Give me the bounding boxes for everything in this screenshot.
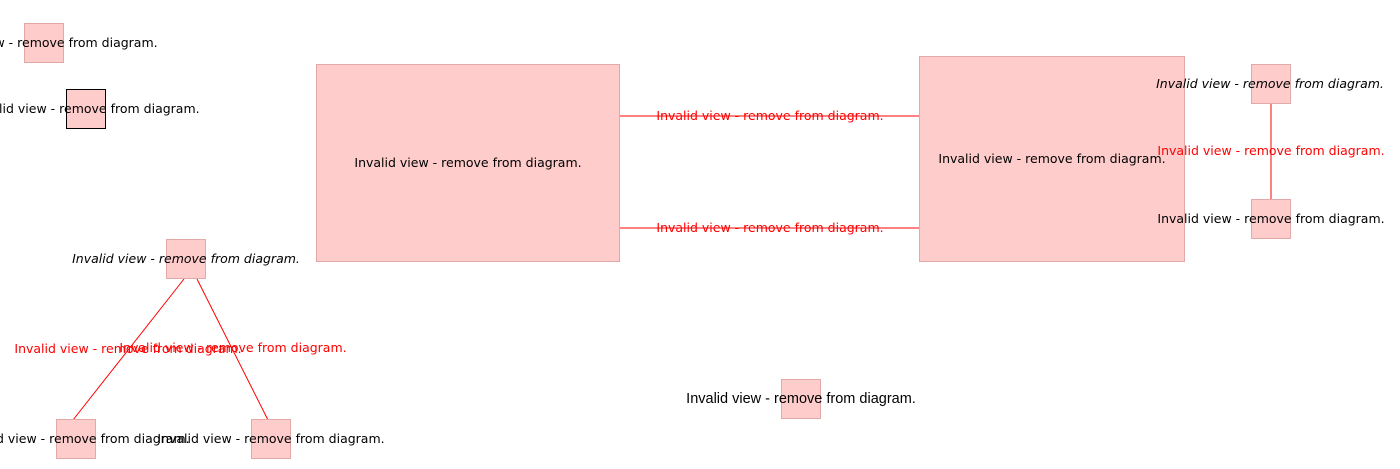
diagram-node-top-left[interactable]	[24, 23, 64, 63]
connection-label-large-upper: Invalid view - remove from diagram.	[656, 108, 884, 123]
connection-label-triangle-right: Invalid view - remove from diagram.	[119, 340, 347, 355]
node-label-right-top: Invalid view - remove from diagram.	[1156, 76, 1384, 91]
connection-label-right-vertical: Invalid view - remove from diagram.	[1157, 143, 1385, 158]
diagram-node-triangle-top[interactable]	[166, 239, 206, 279]
diagram-node-right-top[interactable]	[1251, 64, 1291, 104]
connection-label-triangle-left: Invalid view - remove from diagram.	[14, 341, 242, 356]
connection-line-triangle-right[interactable]	[196, 278, 269, 421]
diagram-node-right-bottom[interactable]	[1251, 199, 1291, 239]
connection-label-large-lower: Invalid view - remove from diagram.	[656, 220, 884, 235]
node-label-top-left: Invalid view - remove from diagram.	[0, 35, 158, 50]
diagram-node-bottom-center[interactable]	[781, 379, 821, 419]
node-label-triangle-left: Invalid view - remove from diagram.	[0, 431, 190, 446]
node-label-triangle-right: Invalid view - remove from diagram.	[157, 431, 385, 446]
diagram-node-large-right[interactable]	[919, 56, 1185, 262]
node-label-selected: Invalid view - remove from diagram.	[0, 101, 200, 116]
node-label-bottom-center: Invalid view - remove from diagram.	[686, 391, 916, 407]
node-label-right-bottom: Invalid view - remove from diagram.	[1157, 211, 1385, 226]
node-label-triangle-top: Invalid view - remove from diagram.	[72, 251, 300, 266]
node-label-large-right: Invalid view - remove from diagram.	[938, 151, 1166, 166]
diagram-node-selected[interactable]	[66, 89, 106, 129]
diagram-node-triangle-right[interactable]	[251, 419, 291, 459]
node-label-large-left: Invalid view - remove from diagram.	[354, 155, 582, 170]
diagram-node-triangle-left[interactable]	[56, 419, 96, 459]
connection-line-triangle-left[interactable]	[72, 278, 185, 421]
diagram-node-large-left[interactable]	[316, 64, 620, 262]
